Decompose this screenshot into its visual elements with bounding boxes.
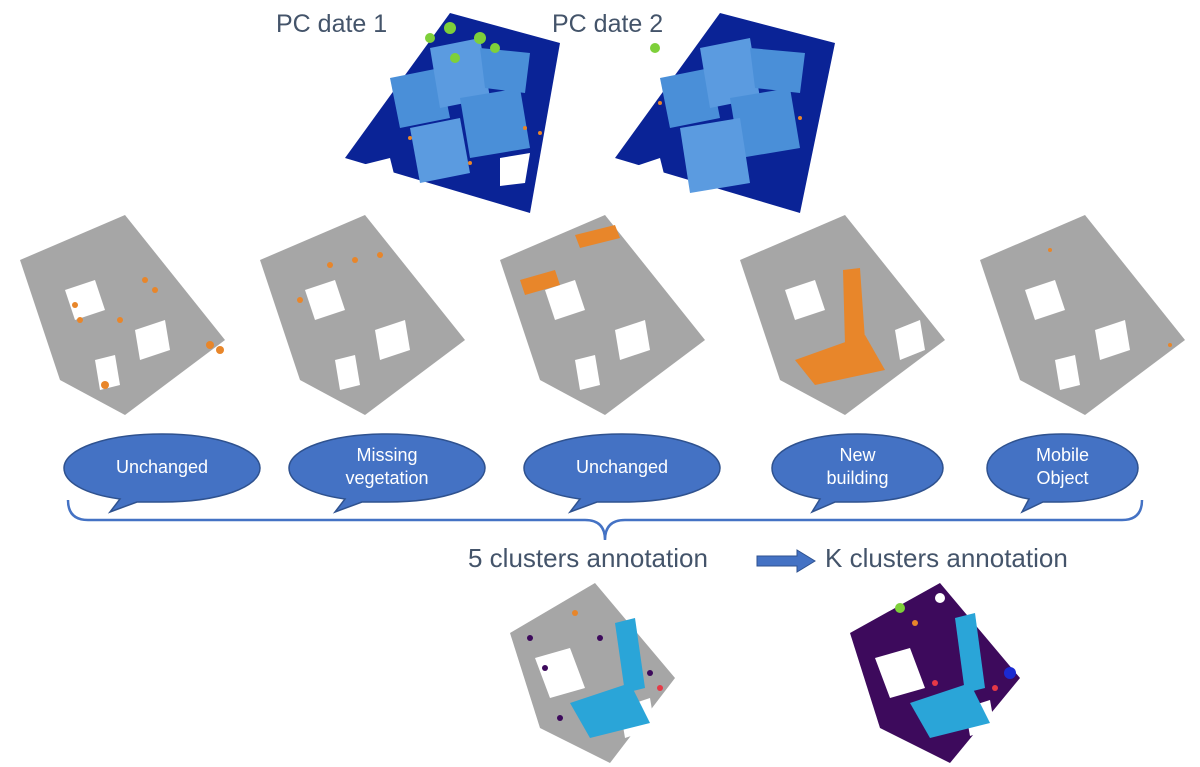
bubble-3-line: Unchanged <box>575 456 669 477</box>
annotated-k-clusters-image <box>850 583 1020 763</box>
bubble-1: Unchanged <box>62 432 262 514</box>
bubble-2: Missing vegetation <box>287 432 487 514</box>
annotation-k-clusters: K clusters annotation <box>825 543 1068 573</box>
bubble-4-line-2: building <box>826 468 889 488</box>
annotation-5-clusters: 5 clusters annotation <box>468 543 708 573</box>
pc-date1-title: PC date 1 <box>276 10 388 38</box>
bubble-3: Unchanged <box>522 432 722 514</box>
bubble-5: Mobile Object <box>985 432 1140 514</box>
bubble-5-line-1: Mobile <box>1035 445 1090 465</box>
bubble-1-text: Unchanged <box>62 432 262 502</box>
bubble-5-text: Mobile Object <box>985 432 1140 502</box>
bubble-2-text: Missing vegetation <box>287 432 487 502</box>
cluster-cloud-2 <box>260 215 465 415</box>
bubble-4-text: New building <box>770 432 945 502</box>
arrow-right-icon <box>756 549 816 573</box>
bubble-1-line: Unchanged <box>115 456 209 477</box>
cluster-cloud-3 <box>500 215 705 415</box>
cluster-cloud-1 <box>20 215 225 415</box>
bracket-brace <box>66 499 1144 541</box>
pc-date1-image <box>345 13 560 213</box>
bubble-4: New building <box>770 432 945 514</box>
pc-date2-image <box>615 13 835 213</box>
bubble-5-line-2: Object <box>1036 468 1089 488</box>
bubble-2-line-2: vegetation <box>345 468 429 488</box>
bubble-3-text: Unchanged <box>522 432 722 502</box>
cluster-cloud-5 <box>980 215 1185 415</box>
bubble-4-line-1: New <box>839 445 876 465</box>
bubble-2-line-1: Missing <box>356 445 418 465</box>
annotated-5-clusters-image <box>510 583 675 763</box>
pc-date2-title: PC date 2 <box>552 10 664 38</box>
cluster-cloud-4 <box>740 215 945 415</box>
